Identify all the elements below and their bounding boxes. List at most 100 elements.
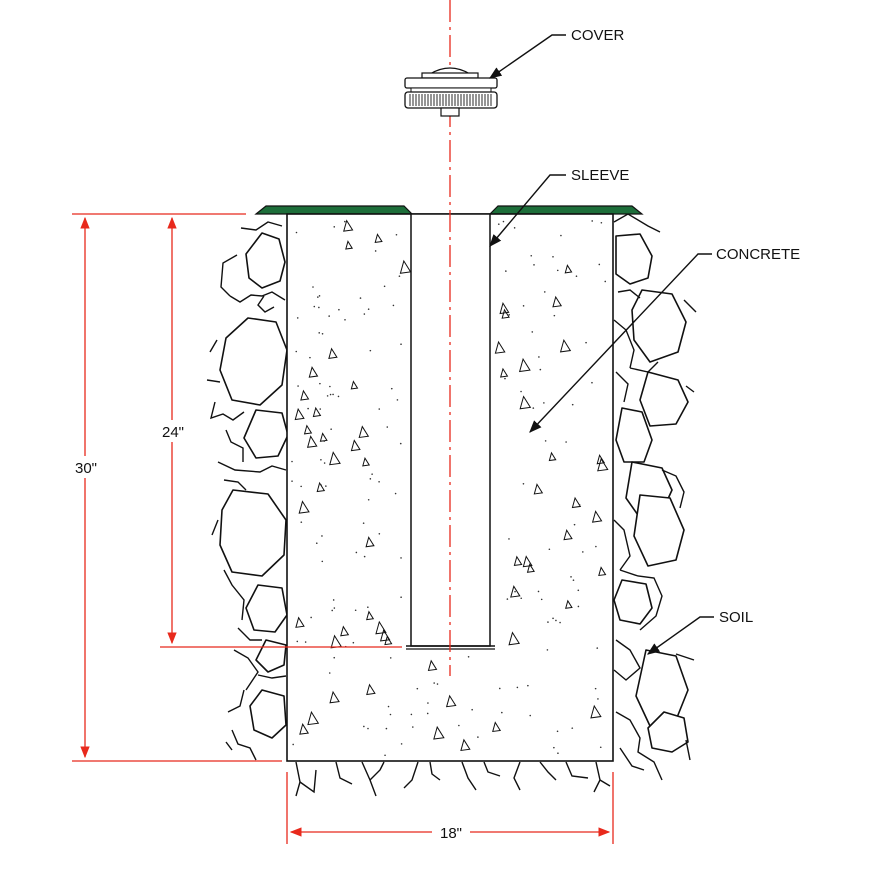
aggregate-stone [328, 347, 338, 359]
aggregate-dot [367, 727, 369, 730]
aggregate-stone [307, 710, 320, 726]
aggregate-dot [530, 254, 533, 257]
aggregate-dot [543, 402, 545, 404]
aggregate-dot [400, 557, 402, 559]
aggregate-stone [596, 454, 606, 465]
aggregate-stone [510, 585, 521, 598]
aggregate-dot [338, 308, 340, 311]
aggregate-stone [501, 308, 510, 319]
aggregate-stone [508, 631, 521, 646]
aggregate-dot [591, 381, 593, 384]
aggregate-dot [309, 356, 311, 359]
aggregate-dot [548, 548, 551, 551]
aggregate-dot [291, 480, 293, 482]
aggregate-dot [296, 640, 299, 643]
aggregate-dot [296, 317, 299, 319]
aggregate-dot [559, 621, 561, 624]
aggregate-dot [344, 318, 346, 321]
aggregate-dot [546, 649, 549, 651]
aggregate-stone [366, 610, 375, 621]
aggregate-dot [307, 407, 309, 410]
aggregate-dot [369, 478, 372, 480]
aggregate-dot [600, 221, 603, 224]
aggregate-dot [318, 295, 321, 297]
aggregate-dot [315, 542, 318, 545]
aggregate-stone [399, 259, 412, 274]
soil-leader [646, 616, 714, 655]
aggregate-dot [400, 596, 402, 598]
cover-leader [488, 34, 566, 79]
aggregate-stone [294, 407, 305, 421]
aggregate-stone [433, 725, 445, 740]
width-value: 18" [440, 825, 462, 842]
aggregate-stone [329, 690, 340, 704]
aggregate-dot [300, 485, 302, 488]
aggregate-dot [458, 724, 460, 727]
aggregate-stone [571, 496, 582, 509]
concrete-label: CONCRETE [716, 246, 800, 263]
aggregate-dot [426, 712, 429, 715]
aggregate-dot [295, 231, 298, 234]
aggregate-dot [571, 727, 574, 729]
aggregate-dot [399, 442, 402, 445]
cover-label: COVER [571, 27, 625, 44]
aggregate-stone [533, 483, 544, 495]
aggregate-dot [516, 686, 519, 689]
aggregate-dot [367, 308, 370, 310]
aggregate-stone [298, 500, 310, 514]
aggregate-dot [513, 227, 516, 229]
aggregate-dot [363, 313, 366, 315]
aggregate-stone [499, 367, 509, 378]
aggregate-dot [344, 220, 346, 223]
aggregate-dot [433, 682, 435, 684]
aggregate-dot [378, 408, 381, 410]
aggregate-stone [526, 563, 535, 573]
aggregate-stone [559, 338, 572, 353]
aggregate-dot [597, 698, 599, 700]
aggregate-dot [363, 725, 365, 728]
aggregate-dot [400, 743, 403, 745]
sleeve-label: SLEEVE [571, 167, 629, 184]
aggregate-dot [384, 754, 386, 757]
aggregate-dot [506, 598, 509, 600]
aggregate-stone [522, 555, 533, 568]
aggregate-stone [366, 683, 376, 696]
aggregate-dot [514, 590, 516, 593]
aggregate-dot [543, 291, 546, 293]
aggregate-dot [531, 331, 534, 333]
aggregate-dot [585, 341, 587, 344]
aggregate-dot [400, 343, 402, 346]
aggregate-dot [467, 655, 470, 658]
aggregate-dot [313, 305, 316, 308]
aggregate-dot [520, 597, 523, 600]
concrete-leader [529, 253, 712, 433]
aggregate-dot [575, 275, 578, 277]
aggregate-dot [552, 255, 554, 258]
aggregate-dot [572, 579, 575, 581]
aggregate-dot [354, 609, 357, 612]
aggregate-stone [499, 302, 510, 315]
aggregate-stone [552, 295, 563, 308]
aggregate-dot [319, 382, 321, 385]
aggregate-dot [556, 730, 559, 733]
aggregate-dot [389, 657, 392, 659]
aggregate-stone [299, 722, 310, 735]
aggregate-dot [363, 555, 366, 558]
aggregate-stone [340, 625, 350, 637]
aggregate-stone [306, 435, 318, 448]
aggregate-dot [332, 393, 334, 396]
aggregate-dot [570, 576, 572, 578]
aggregate-dot [599, 746, 602, 749]
aggregate-stone [598, 566, 607, 577]
aggregate-dot [291, 460, 293, 463]
aggregate-dot [355, 551, 358, 554]
aggregate-dot [502, 220, 505, 223]
aggregate-dot [577, 605, 580, 608]
aggregate-stone [365, 536, 375, 548]
aggregate-stone [343, 219, 354, 232]
aggregate-dot [508, 538, 510, 540]
aggregate-stone [300, 389, 310, 401]
aggregate-dot [319, 408, 322, 410]
aggregate-dot [540, 598, 543, 601]
aggregate-dot [538, 356, 540, 358]
